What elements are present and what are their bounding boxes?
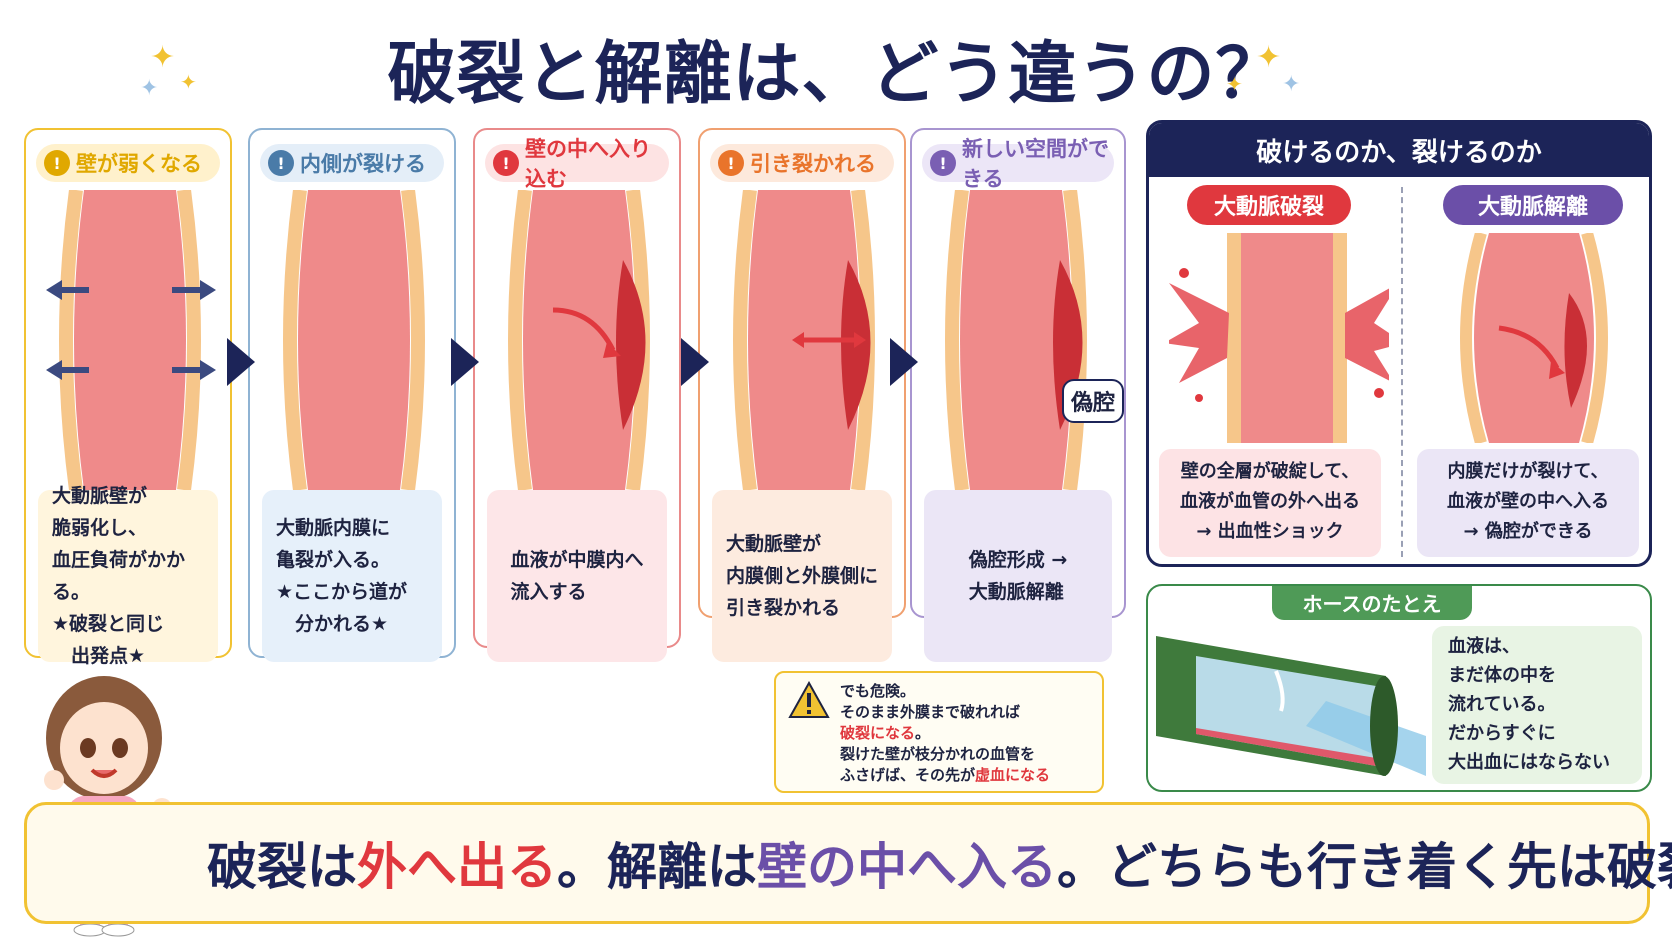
- step-card: !壁が弱くなる大動脈壁が 脆弱化し、 血圧負荷がかかる。 ★破裂と同じ 出発点★: [24, 128, 232, 667]
- step-card: !引き裂かれる大動脈壁が 内膜側と外膜側に 引き裂かれる: [698, 128, 906, 662]
- alert-icon: !: [268, 150, 294, 176]
- step-description: 偽腔形成 → 大動脈解離: [924, 490, 1112, 662]
- vessel-illustration: [508, 190, 650, 490]
- sparkle-icon: ✦: [1256, 40, 1282, 75]
- summary-text: 破裂は: [207, 838, 357, 896]
- alert-icon: !: [930, 150, 956, 176]
- step-header: 壁が弱くなる: [76, 152, 202, 176]
- hose-illustration: [1156, 636, 1426, 776]
- step-description: 血液が中膜内へ 流入する: [487, 490, 667, 662]
- step-card: !新しい空間ができる偽腔形成 → 大動脈解離: [910, 128, 1126, 662]
- sparkle-icon: ✦: [1226, 72, 1243, 96]
- next-arrow-icon: [681, 338, 709, 386]
- hose-panel: ホースのたとえ 血液は、 まだ体の中を 流れている。 だからすぐに 大出血にはな…: [1146, 584, 1652, 792]
- rupture-description: 壁の全層が破綻して、 血液が血管の外へ出る → 出血性ショック: [1159, 449, 1381, 557]
- vessel-illustration: [283, 190, 425, 490]
- rupture-illustration: [1169, 233, 1389, 443]
- vessel-illustration: [733, 190, 875, 490]
- false-lumen-label: 偽腔: [1062, 379, 1124, 423]
- hose-description: 血液は、 まだ体の中を 流れている。 だからすぐに 大出血にはならない: [1432, 626, 1642, 784]
- vessel-illustration: [46, 190, 216, 490]
- dissection-illustration: [1460, 233, 1608, 443]
- dissection-label: 大動脈解離: [1443, 185, 1623, 225]
- summary-banner: 破裂は外へ出る。解離は壁の中へ入る。どちらも行き着く先は破裂: [24, 802, 1672, 924]
- compare-panel: 破けるのか、裂けるのか 大動脈破裂 大動脈解離 壁の全層が破綻して、 血液が血管…: [1146, 120, 1652, 567]
- step-description: 大動脈壁が 内膜側と外膜側に 引き裂かれる: [712, 490, 892, 662]
- step-card: !壁の中へ入り込む血液が中膜内へ 流入する: [473, 128, 681, 662]
- sparkle-icon: ✦: [140, 76, 159, 101]
- summary-text: 。どちらも行き着く先は破裂: [1057, 838, 1672, 896]
- next-arrow-icon: [227, 338, 255, 386]
- hose-title: ホースのたとえ: [1272, 586, 1472, 620]
- summary-emphasis-red: 外へ出る: [357, 838, 557, 896]
- step-header: 引き裂かれる: [750, 152, 876, 176]
- warning-box: でも危険。 そのまま外膜まで破れれば 破裂になる。 裂けた壁が枝分かれの血管を …: [774, 671, 1104, 793]
- warning-emphasis: 破裂になる: [840, 724, 916, 742]
- warning-line: そのまま外膜まで破れれば: [840, 703, 1021, 721]
- alert-icon: !: [493, 150, 519, 176]
- page-title: 破裂と解離は、どう違うの？: [387, 35, 1285, 114]
- next-arrow-icon: [451, 338, 479, 386]
- sparkle-icon: ✦: [150, 40, 176, 75]
- sparkle-icon: ✦: [1282, 72, 1301, 97]
- warning-line: 。: [915, 724, 931, 742]
- warning-emphasis: 虚血になる: [975, 766, 1051, 784]
- summary-text: 。解離は: [557, 838, 757, 896]
- next-arrow-icon: [890, 338, 918, 386]
- warning-line: でも危険。: [840, 682, 916, 700]
- sparkle-icon: ✦: [180, 70, 197, 94]
- step-description: 大動脈壁が 脆弱化し、 血圧負荷がかかる。 ★破裂と同じ 出発点★: [38, 485, 218, 667]
- step-header: 新しい空間ができる: [962, 137, 1109, 191]
- warning-line: 裂けた壁が枝分かれの血管を: [840, 745, 1036, 763]
- compare-title: 破けるのか、裂けるのか: [1149, 123, 1649, 177]
- rupture-label: 大動脈破裂: [1187, 185, 1351, 225]
- summary-emphasis-purple: 壁の中へ入る: [757, 838, 1057, 896]
- warning-line: ふさげば、その先が: [840, 766, 976, 784]
- step-description: 大動脈内膜に 亀裂が入る。 ★ここから道が 分かれる★: [262, 490, 442, 662]
- step-header: 内側が裂ける: [300, 152, 426, 176]
- alert-icon: !: [44, 150, 70, 176]
- step-card: !内側が裂ける大動脈内膜に 亀裂が入る。 ★ここから道が 分かれる★: [248, 128, 456, 662]
- warning-icon: [788, 681, 830, 718]
- dissection-description: 内膜だけが裂けて、 血液が壁の中へ入る → 偽腔ができる: [1417, 449, 1639, 557]
- vessel-illustration: [945, 190, 1087, 490]
- step-header: 壁の中へ入り込む: [525, 137, 651, 191]
- alert-icon: !: [718, 150, 744, 176]
- divider: [1401, 187, 1403, 557]
